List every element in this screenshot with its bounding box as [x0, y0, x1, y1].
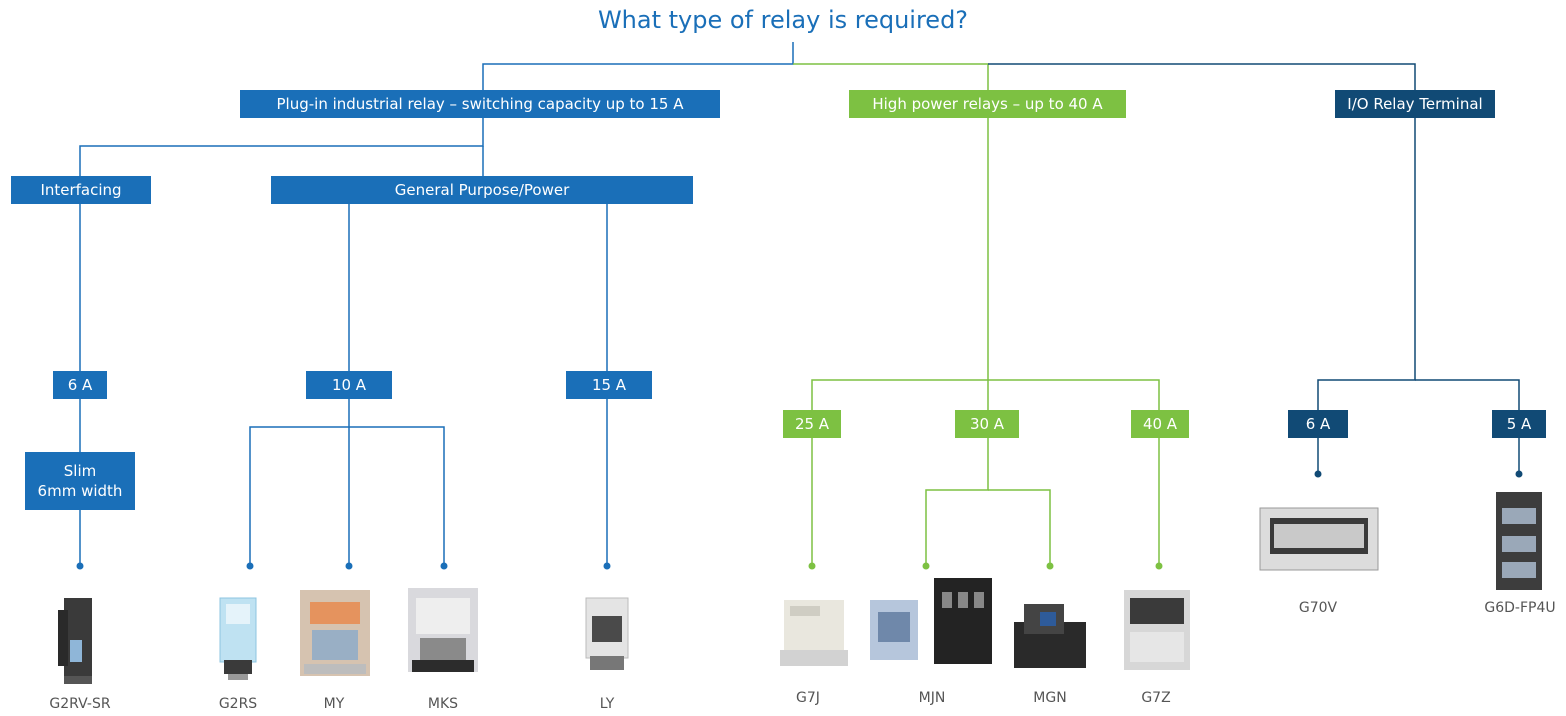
slim-line-2: 6mm width: [37, 482, 123, 500]
rating-6a-interfacing: 6 A: [53, 371, 107, 399]
product-image-mgn: [1014, 604, 1086, 668]
product-image-g7j: [780, 600, 848, 666]
rating-6a-io: 6 A: [1288, 410, 1348, 438]
product-label-mjn: MJN: [918, 690, 946, 706]
subcategory-interfacing: Interfacing: [11, 176, 151, 204]
product-image-g2rv-sr: [58, 598, 92, 684]
product-label-g2rv-sr: G2RV-SR: [49, 696, 111, 712]
product-label-my: MY: [323, 696, 345, 712]
product-label-g7j: G7J: [796, 690, 820, 706]
product-label-g70v: G70V: [1298, 600, 1338, 616]
product-label-g2rs: G2RS: [218, 696, 258, 712]
product-label-mks: MKS: [427, 696, 459, 712]
rating-40a: 40 A: [1131, 410, 1189, 438]
rating-25a: 25 A: [783, 410, 841, 438]
category-plugin-industrial: Plug-in industrial relay – switching cap…: [240, 90, 720, 118]
slim-6mm-box: Slim 6mm width: [25, 452, 135, 510]
subcategory-general-purpose: General Purpose/Power: [271, 176, 693, 204]
category-io-terminal: I/O Relay Terminal: [1335, 90, 1495, 118]
product-image-g6d-fp4u: [1496, 492, 1542, 590]
slim-line-1: Slim: [63, 462, 97, 480]
product-label-ly: LY: [599, 696, 615, 712]
category-high-power: High power relays – up to 40 A: [849, 90, 1126, 118]
rating-10a: 10 A: [306, 371, 392, 399]
product-image-my: [300, 590, 370, 676]
page-title: What type of relay is required?: [597, 6, 969, 34]
rating-5a-io: 5 A: [1492, 410, 1546, 438]
product-label-g7z: G7Z: [1141, 690, 1171, 706]
product-image-mjn: [870, 578, 992, 664]
product-image-g2rs: [219, 597, 257, 680]
product-image-g70v: [1259, 507, 1379, 571]
connector-dots: [76, 470, 1523, 570]
product-label-mgn: MGN: [1033, 690, 1067, 706]
rating-30a: 30 A: [955, 410, 1019, 438]
product-label-g6d-fp4u: G6D-FP4U: [1484, 600, 1556, 616]
rating-15a: 15 A: [566, 371, 652, 399]
product-image-mks: [408, 588, 478, 672]
product-image-g7z: [1124, 590, 1190, 670]
product-image-ly: [585, 597, 629, 670]
